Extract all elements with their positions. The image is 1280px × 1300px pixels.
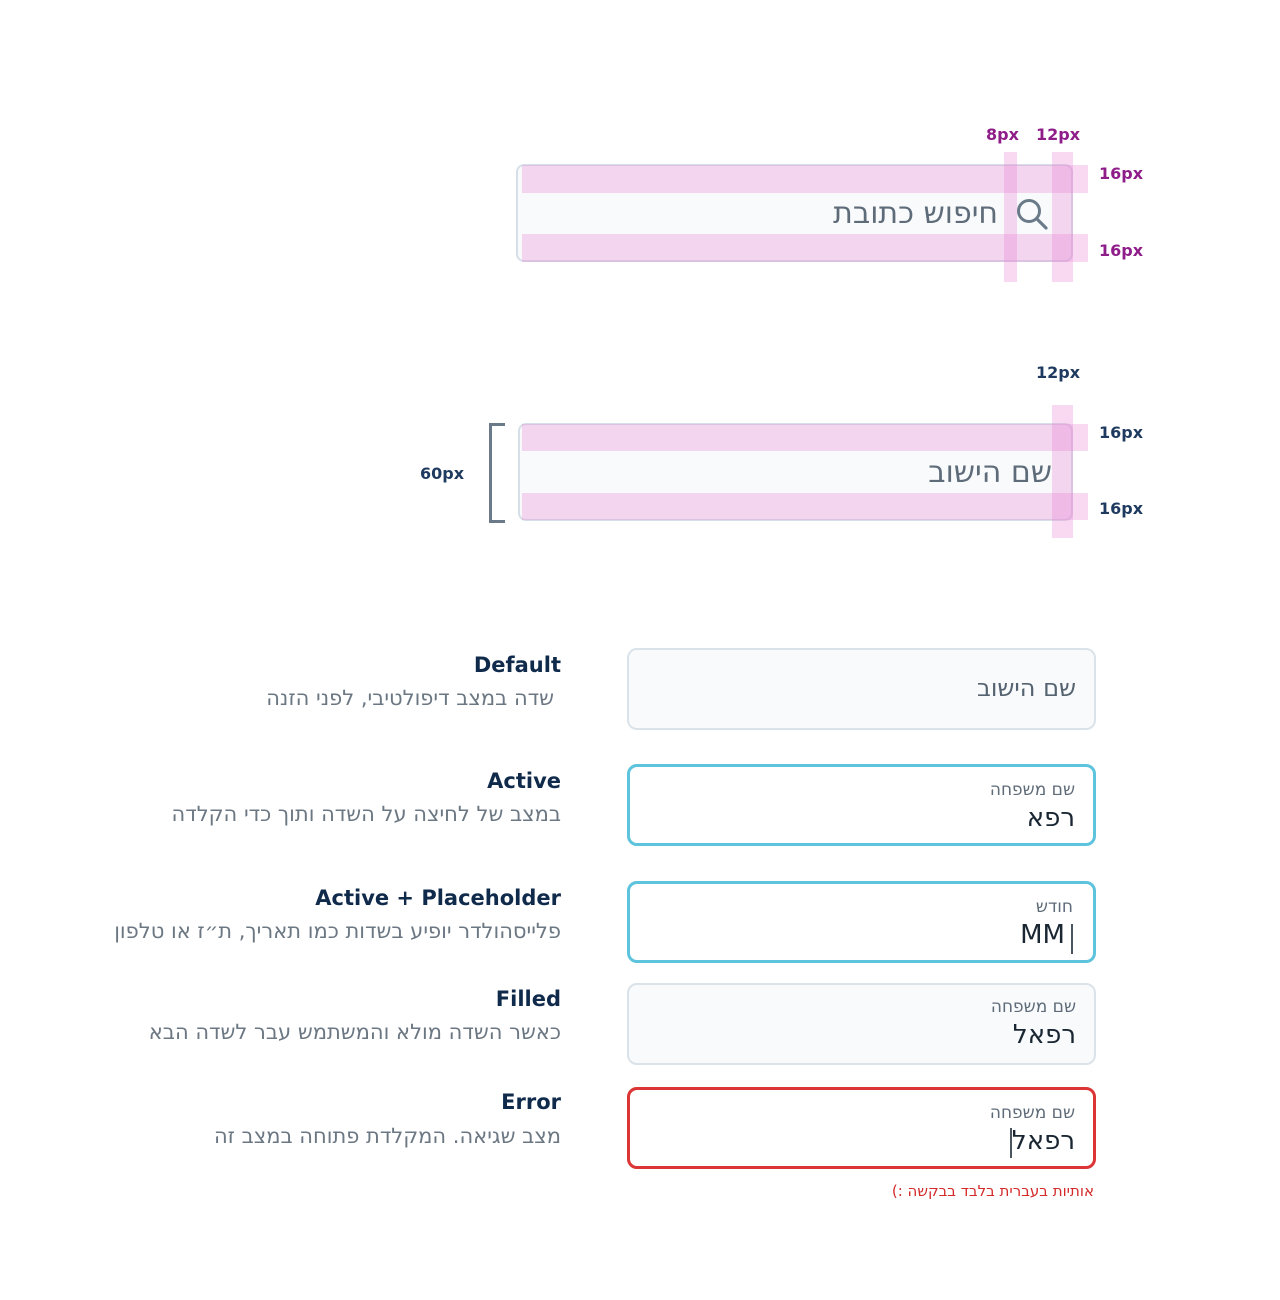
- filled-text-field[interactable]: שם משפחה רפאל: [627, 983, 1096, 1065]
- text-caret: [1071, 924, 1073, 954]
- field-placeholder: שם הישוב: [928, 455, 1052, 490]
- text-caret: [1010, 1128, 1012, 1158]
- active-text-field[interactable]: שם משפחה רפא: [627, 764, 1096, 846]
- state-title: Filled: [495, 987, 561, 1011]
- state-description: שדה במצב דיפולטיבי, לפני הזנה: [266, 686, 554, 710]
- spacing-label-12px: 12px: [1036, 363, 1081, 382]
- gap-band-8px: [1004, 152, 1017, 282]
- month-text-field[interactable]: חודש MM: [627, 881, 1096, 963]
- state-title: Active + Placeholder: [315, 886, 561, 910]
- height-bracket: [489, 423, 505, 523]
- search-placeholder: חיפוש כתובת: [833, 196, 998, 231]
- field-value: רפא: [1026, 803, 1075, 833]
- spacing-label-12px: 12px: [1036, 125, 1081, 144]
- spacing-label-16px-bottom: 16px: [1099, 499, 1144, 518]
- text-field-example: [518, 423, 1073, 521]
- state-title: Error: [501, 1090, 561, 1114]
- padding-right-band-12px: [1052, 405, 1073, 538]
- field-label: שם משפחה: [990, 997, 1076, 1017]
- state-description: פלייסהולדר יופיע בשדות כמו תאריך, ת״ז או…: [114, 919, 561, 943]
- error-text-field[interactable]: שם משפחה רפאל: [627, 1087, 1096, 1169]
- spacing-label-16px-top: 16px: [1099, 423, 1144, 442]
- field-placeholder-value: MM: [1020, 920, 1065, 950]
- default-text-field[interactable]: שם הישוב: [627, 648, 1096, 730]
- padding-right-band-12px: [1052, 152, 1073, 282]
- spacing-label-16px-top: 16px: [1099, 164, 1144, 183]
- height-label-60px: 60px: [420, 464, 465, 483]
- state-description: כאשר השדה מולא והמשתמש עבר לשדה הבא: [148, 1020, 561, 1044]
- state-title: Active: [487, 769, 561, 793]
- padding-top-band: [522, 165, 1088, 193]
- field-label: שם משפחה: [989, 1103, 1075, 1123]
- padding-bottom-band: [522, 234, 1088, 262]
- padding-top-band: [522, 424, 1088, 451]
- state-description: במצב של לחיצה על השדה ותוך כדי הקלדה: [171, 802, 561, 826]
- search-field-example: [516, 164, 1073, 262]
- field-label: שם משפחה: [989, 780, 1075, 800]
- error-message: אותיות בעברית בלבד בבקשה :): [891, 1182, 1094, 1200]
- field-placeholder: שם הישוב: [976, 674, 1076, 702]
- state-title: Default: [473, 653, 561, 677]
- spacing-label-8px: 8px: [986, 125, 1019, 144]
- field-label: חודש: [1035, 897, 1073, 917]
- field-value: רפאל: [1012, 1020, 1076, 1050]
- padding-bottom-band: [522, 493, 1088, 520]
- spacing-label-16px-bottom: 16px: [1099, 241, 1144, 260]
- state-description: מצב שגיאה. המקלדת פתוחה במצב זה: [213, 1124, 561, 1148]
- search-icon: [1015, 197, 1049, 231]
- field-value: רפאל: [1011, 1126, 1075, 1156]
